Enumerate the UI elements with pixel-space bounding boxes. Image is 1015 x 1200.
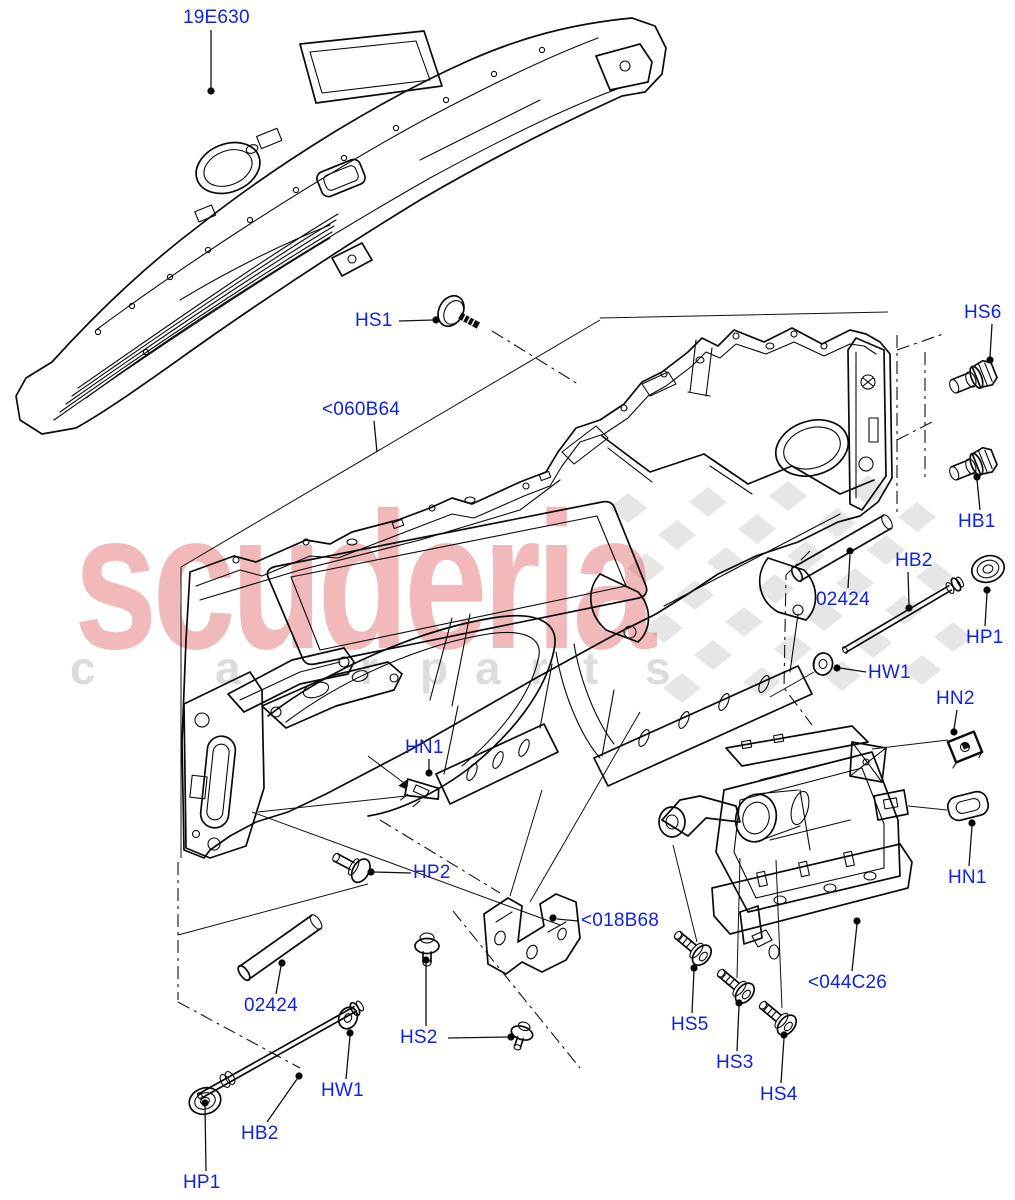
- part-label-HW1-bottom[interactable]: HW1: [321, 1080, 364, 1101]
- plug-hp2: [332, 852, 371, 884]
- part-label-HS1[interactable]: HS1: [355, 310, 393, 331]
- grommet-hp1-right: [970, 554, 1006, 584]
- construction-lines: [177, 311, 944, 1069]
- part-label-19E630[interactable]: 19E630: [183, 7, 250, 28]
- part-label-HB2-bottom[interactable]: HB2: [241, 1123, 279, 1144]
- watermark-letter: a: [475, 642, 501, 694]
- leader-lines: [201, 30, 994, 1172]
- tube-02424-right: [790, 514, 893, 583]
- part-label-HS2[interactable]: HS2: [400, 1027, 438, 1048]
- part-label-02424-bottom[interactable]: 02424: [244, 995, 298, 1016]
- watermark-letter: a: [215, 642, 241, 694]
- clip-hn1-middle: [398, 778, 440, 808]
- washer-hw1-bottom: [337, 1006, 359, 1030]
- part-label-HN1-middle[interactable]: HN1: [405, 737, 444, 758]
- bracket-018b68-art: [483, 711, 641, 975]
- housing-044c26-art: [658, 725, 949, 1009]
- part-label-HN1-right[interactable]: HN1: [948, 867, 987, 888]
- part-label-HB1[interactable]: HB1: [958, 511, 996, 532]
- fastener-hs5-screw: [667, 923, 716, 970]
- part-label-HS6[interactable]: HS6: [964, 302, 1002, 323]
- fastener-hs6-bolt: [944, 357, 1000, 401]
- ip-carrier-art: [181, 327, 893, 859]
- part-label-HN2[interactable]: HN2: [936, 688, 975, 709]
- part-label-HP1-right[interactable]: HP1: [966, 627, 1004, 648]
- washer-hw1-right: [812, 652, 834, 676]
- part-label-HW1-right[interactable]: HW1: [868, 662, 911, 683]
- watermark-letter: c: [70, 642, 96, 694]
- watermark-letter: s: [645, 642, 671, 694]
- fastener-hs2-screw-b: [510, 1021, 534, 1051]
- part-label-HP2[interactable]: HP2: [413, 862, 451, 883]
- part-label-02424-right[interactable]: 02424: [816, 589, 870, 610]
- fastener-hs1-pushpin: [437, 294, 481, 329]
- fastener-hs4-screw: [752, 993, 801, 1040]
- part-label-HB2-right[interactable]: HB2: [895, 550, 933, 571]
- tube-02424-bottom: [237, 914, 323, 982]
- part-label-060B64[interactable]: <060B64: [322, 399, 401, 420]
- nut-hn2: [946, 730, 984, 769]
- grommet-hp1-bottom: [188, 1086, 222, 1116]
- clip-hn1-right: [946, 790, 990, 822]
- watermark-letter: t: [583, 642, 598, 694]
- cowl-top-panel-art: [15, 17, 667, 435]
- part-label-HS5[interactable]: HS5: [671, 1014, 709, 1035]
- fastener-hb1-bolt: [944, 444, 1000, 488]
- part-label-HS3[interactable]: HS3: [716, 1052, 754, 1073]
- part-label-HS4[interactable]: HS4: [760, 1084, 798, 1105]
- fastener-hs3-screw: [710, 961, 759, 1008]
- part-label-044C26[interactable]: <044C26: [808, 972, 888, 993]
- part-label-018B68[interactable]: <018B68: [581, 910, 660, 931]
- fastener-hb2-rod-bottom: [196, 1000, 365, 1100]
- part-label-HP1-bottom[interactable]: HP1: [183, 1172, 221, 1193]
- fastener-hb2-rod-right: [841, 576, 965, 654]
